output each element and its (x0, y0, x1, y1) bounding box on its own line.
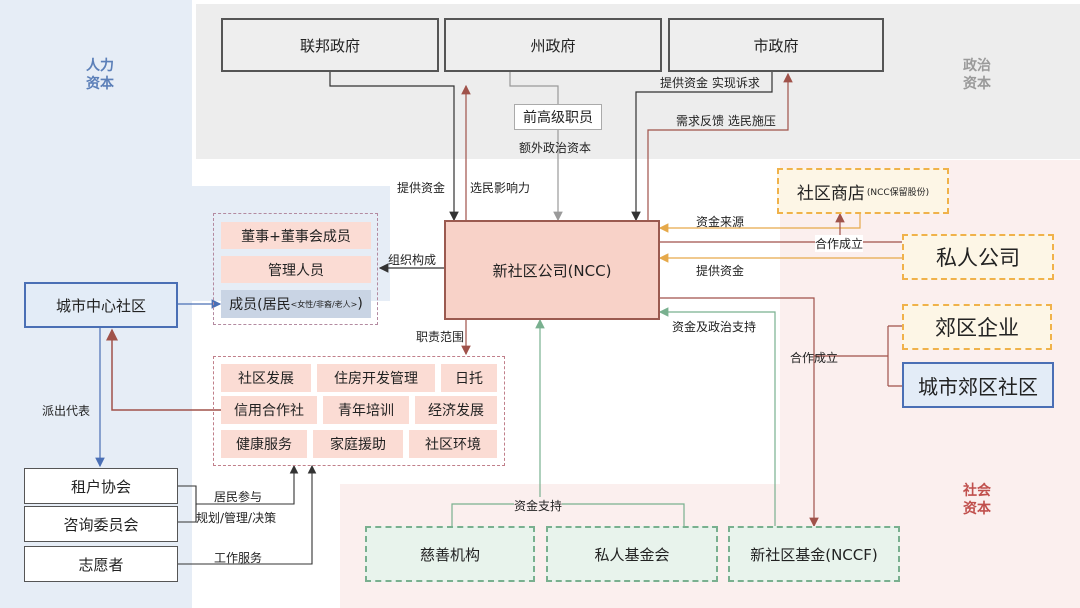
board-group (213, 213, 378, 325)
scope-health: 健康服务 (221, 430, 307, 458)
label-resident-participation: 居民参与 (214, 490, 263, 504)
label-provide-funds: 提供资金 (397, 181, 446, 195)
community-store-box: 社区商店(NCC保留股份) (777, 168, 949, 214)
scope-youth-training: 青年培训 (323, 396, 409, 424)
members-label: 成员(居民 (229, 297, 291, 313)
volunteers-to-scope (178, 464, 317, 565)
suburb-business-box: 郊区企业 (902, 304, 1052, 350)
federal-to-ncc (329, 72, 459, 222)
label-org-composition: 组织构成 (388, 253, 437, 267)
store-to-ncc (658, 214, 861, 233)
tenant-association-box: 租户协会 (24, 468, 178, 504)
label-fund-support: 资金支持 (514, 497, 563, 514)
advisory-committee-box: 咨询委员会 (24, 506, 178, 542)
board-directors: 董事+董事会成员 (221, 222, 371, 249)
scope-environment: 社区环境 (409, 430, 497, 458)
former-official-box: 前高级职员 (514, 104, 602, 130)
scope-housing: 住房开发管理 (317, 364, 435, 392)
scope-economic-dev: 经济发展 (415, 396, 497, 424)
human-capital-label: 人力 资本 (86, 58, 114, 92)
city-to-ncc (631, 72, 773, 222)
suburb-community-box: 城市郊区社区 (902, 362, 1054, 408)
label-fund-source: 资金来源 (696, 215, 745, 229)
state-gov-box: 州政府 (444, 18, 662, 72)
ncc-to-nccf (660, 297, 819, 528)
suburb-bracket (814, 325, 902, 387)
board-members: 成员(居民<女性/非裔/老人>) (221, 290, 371, 318)
label-responsibility: 职责范围 (416, 330, 465, 344)
label-planning: 规划/管理/决策 (196, 511, 277, 525)
label-dispatch-rep: 派出代表 (42, 404, 91, 418)
nccf-to-ncc (658, 307, 776, 526)
city-gov-box: 市政府 (668, 18, 884, 72)
private-company-box: 私人公司 (902, 234, 1054, 280)
label-cooperation-2: 合作成立 (790, 351, 839, 365)
label-needs-feedback: 需求反馈 选民施压 (676, 114, 776, 128)
members-close: ) (357, 296, 363, 312)
board-managers: 管理人员 (221, 256, 371, 283)
ncc-box: 新社区公司(NCC) (444, 220, 660, 320)
label-provide-funds-demands: 提供资金 实现诉求 (660, 76, 760, 90)
federal-gov-box: 联邦政府 (221, 18, 439, 72)
members-note: <女性/非裔/老人> (290, 299, 358, 309)
private-foundation-box: 私人基金会 (546, 526, 718, 582)
scope-community-dev: 社区发展 (221, 364, 311, 392)
charity-box: 慈善机构 (365, 526, 535, 582)
store-note: (NCC保留股份) (866, 187, 930, 198)
label-extra-political: 额外政治资本 (519, 141, 592, 155)
label-provide-funds-2: 提供资金 (696, 264, 745, 278)
scope-group (213, 356, 505, 466)
label-voter-influence: 选民影响力 (470, 181, 531, 195)
scope-credit-union: 信用合作社 (221, 396, 317, 424)
label-cooperation-1: 合作成立 (815, 235, 864, 252)
scope-family-aid: 家庭援助 (313, 430, 403, 458)
ncc-to-city (647, 72, 793, 220)
city-center-community-box: 城市中心社区 (24, 282, 178, 328)
volunteers-box: 志愿者 (24, 546, 178, 582)
store-label: 社区商店 (796, 183, 865, 204)
state-to-official (509, 72, 559, 104)
advisory-link (178, 504, 197, 523)
label-work-service: 工作服务 (214, 551, 263, 565)
nccf-box: 新社区基金(NCCF) (728, 526, 900, 582)
scope-to-city-center (106, 328, 232, 411)
social-capital-label: 社会 资本 (963, 483, 991, 517)
scope-daycare: 日托 (441, 364, 497, 392)
label-funds-political-support: 资金及政治支持 (672, 320, 757, 334)
political-capital-label: 政治 资本 (963, 58, 991, 92)
